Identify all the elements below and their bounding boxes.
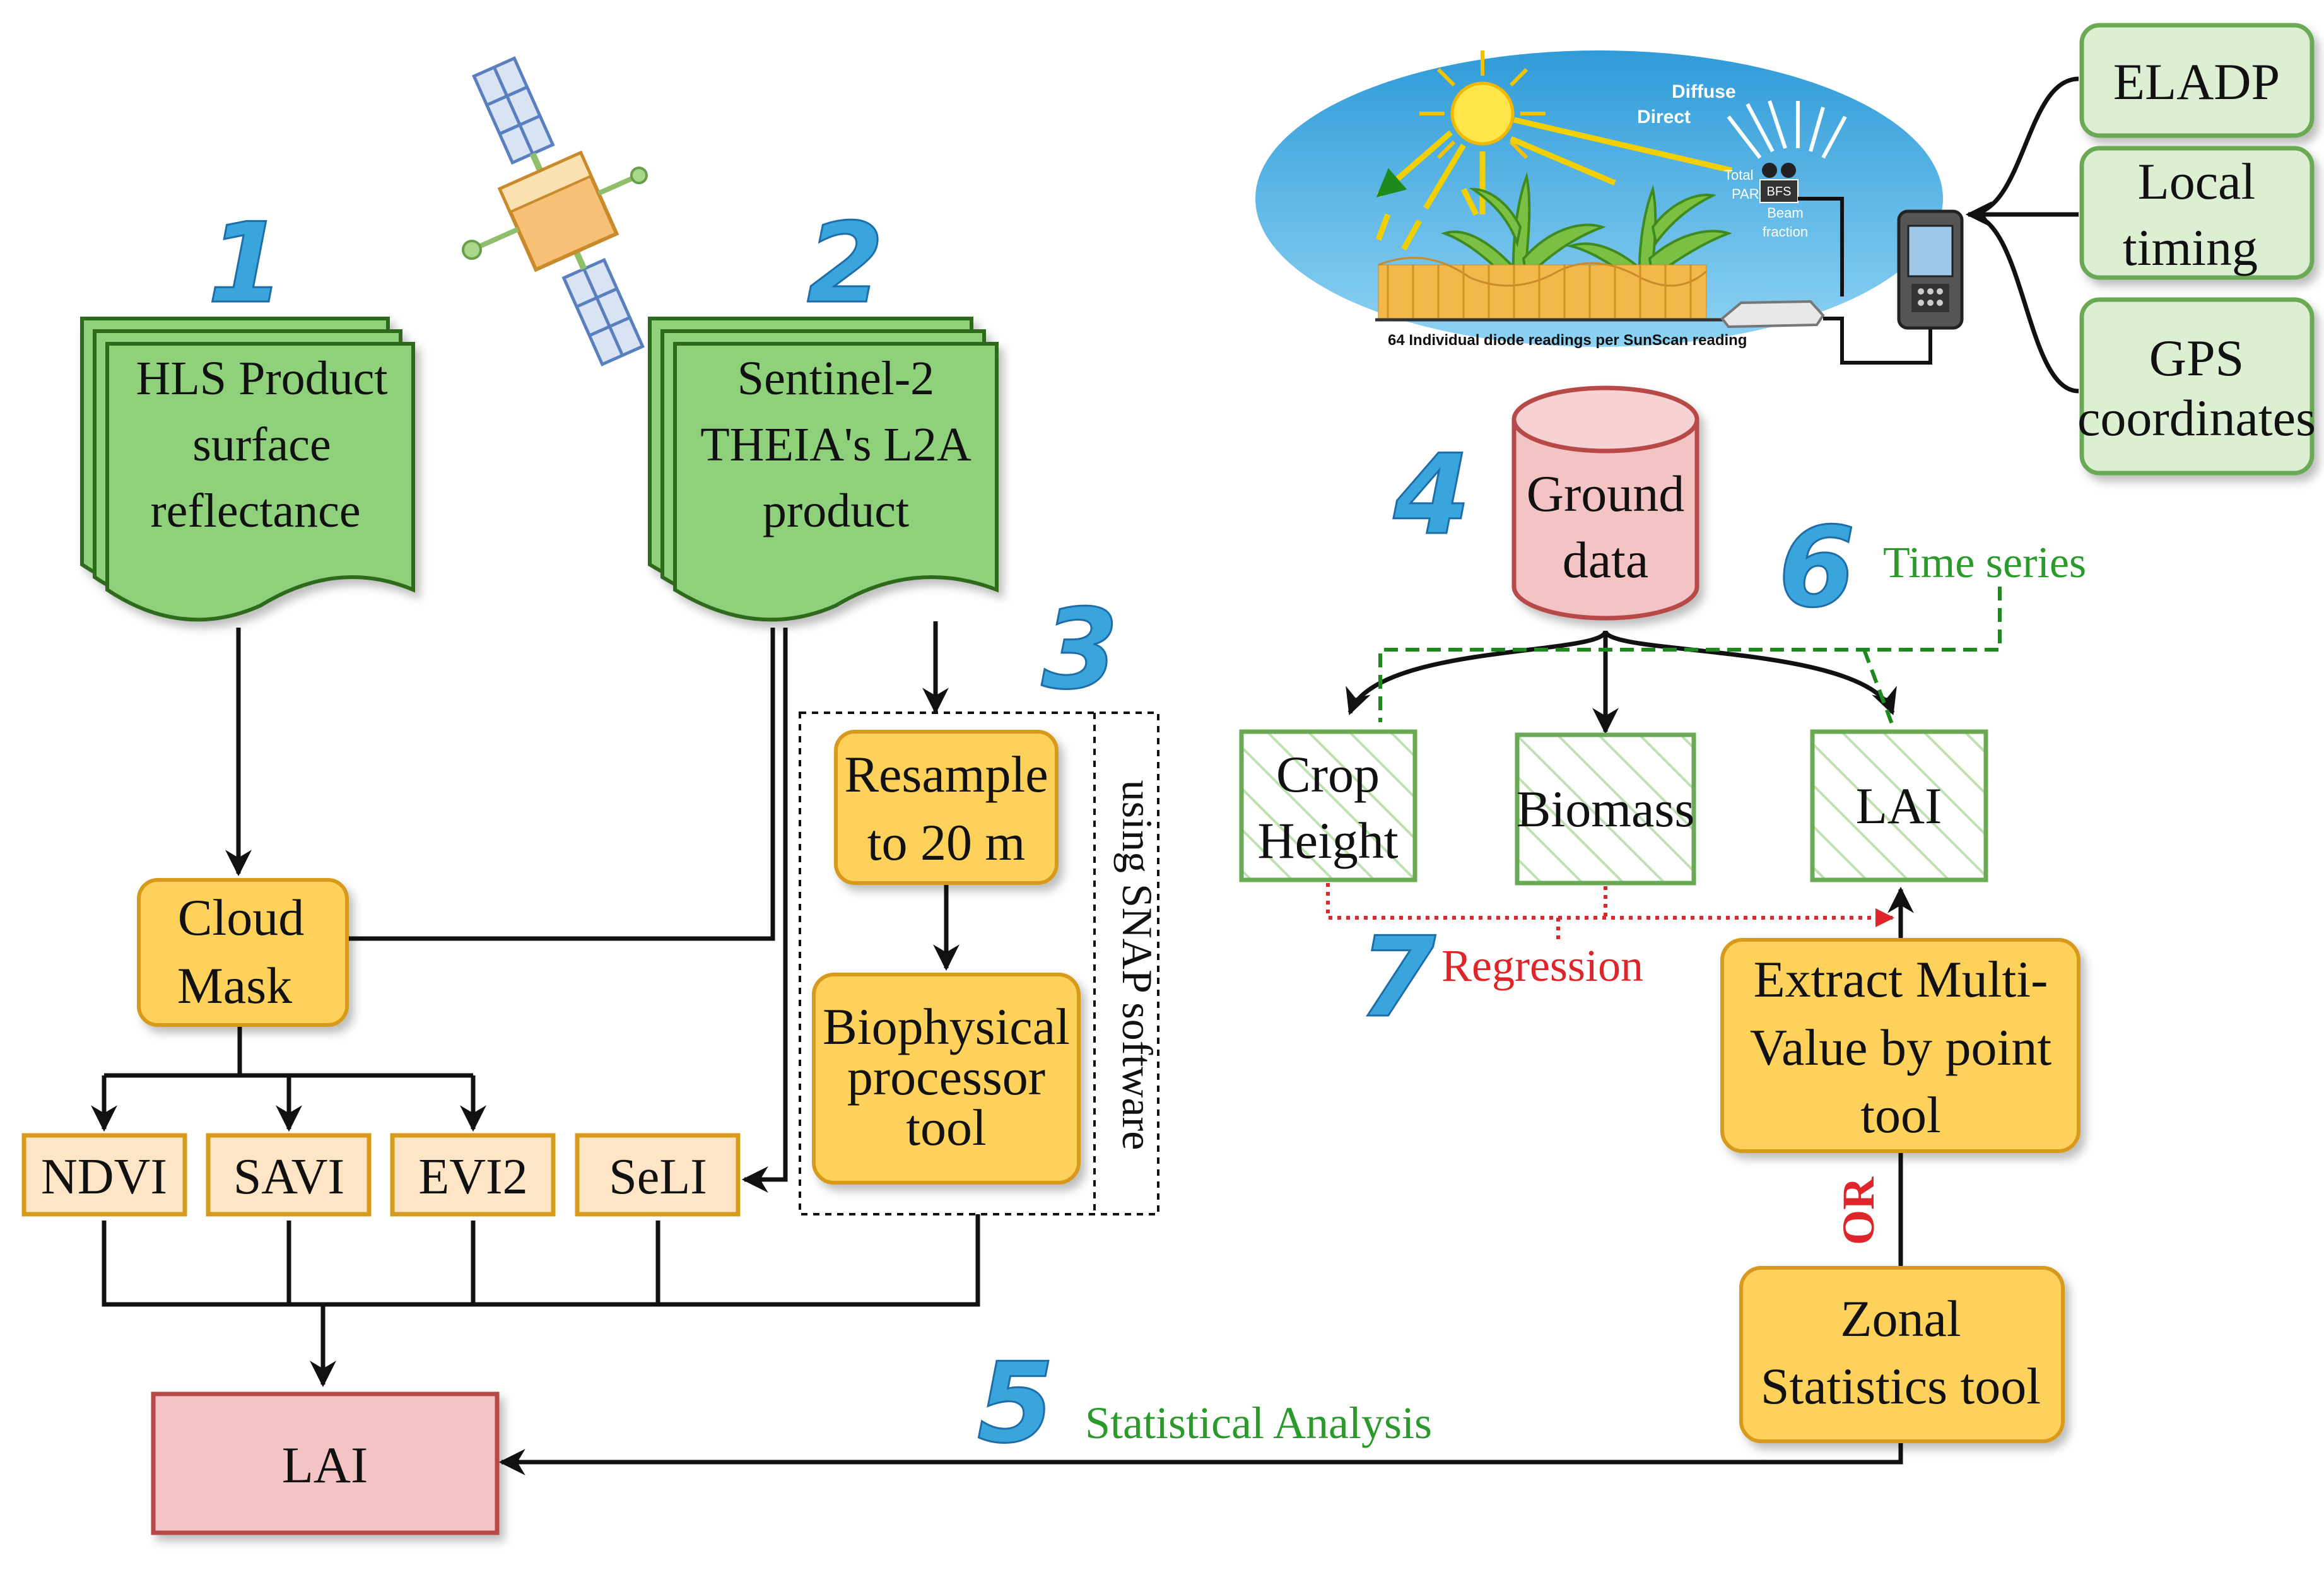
seli-box	[575, 1133, 741, 1217]
biophysical-line-3: tool	[906, 1099, 987, 1156]
ground-data-line-1: Ground	[1527, 465, 1685, 522]
hls-line-1: HLS Product	[136, 352, 388, 405]
gps-line-1: GPS	[2149, 329, 2244, 387]
step-number-6: 6	[1778, 504, 1855, 632]
statistical-analysis-label: Statistical Analysis	[1085, 1398, 1432, 1448]
biophysical-line-2: processor	[847, 1048, 1045, 1106]
crop-height-box	[1239, 729, 1417, 882]
ground-data-database	[1511, 385, 1699, 621]
beam-fraction-line-2: fraction	[1763, 224, 1808, 240]
sunscan-illustration: Direct Diffuse Total PAR BFS Beam fracti…	[1255, 50, 1964, 365]
sun-icon	[1450, 81, 1515, 146]
lai-result-box	[151, 1391, 500, 1535]
biomass-box	[1515, 732, 1696, 886]
total-par-line-2: PAR	[1732, 186, 1759, 202]
step-number-5: 5	[977, 1340, 1054, 1468]
extract-line-2: Value by point	[1750, 1019, 2051, 1076]
sentinel-line-2: THEIA's L2A	[700, 418, 971, 471]
sentinel-line-1: Sentinel-2	[737, 352, 934, 405]
zonal-statistics-box	[1739, 1266, 2065, 1443]
cloud-mask-line-2: Mask	[177, 957, 292, 1014]
zonal-line-2: Statistics tool	[1761, 1357, 2041, 1415]
step-number-3: 3	[1042, 586, 1118, 714]
snap-software-label: using SNAP software	[1113, 780, 1161, 1151]
satellite-icon	[461, 56, 648, 366]
step-number-1: 1	[208, 200, 285, 328]
sentinel-line-3: product	[763, 484, 909, 537]
sentinel2-product-document	[648, 317, 999, 622]
regression-connector	[1326, 883, 1886, 943]
evi2-label: EVI2	[418, 1149, 527, 1205]
regression-label: Regression	[1441, 940, 1643, 991]
ground-data-line-2: data	[1563, 531, 1649, 588]
line-sentinel-to-cloudmask	[344, 628, 775, 941]
biomass-label: Biomass	[1517, 780, 1694, 838]
ndvi-label: NDVI	[41, 1149, 167, 1205]
bfs-label: BFS	[1767, 185, 1792, 199]
extract-multivalue-box	[1720, 938, 2080, 1153]
biophysical-processor-box	[812, 973, 1081, 1185]
resample-line-2: to 20 m	[867, 814, 1026, 871]
gps-coordinates-box	[2079, 297, 2315, 476]
diffuse-label: Diffuse	[1672, 81, 1736, 102]
zonal-line-1: Zonal	[1840, 1290, 1961, 1347]
local-timing-box	[2079, 146, 2315, 280]
seli-label: SeLI	[609, 1149, 707, 1205]
or-label: OR	[1833, 1176, 1884, 1245]
eladp-box	[2079, 23, 2315, 138]
hls-line-3: reflectance	[150, 484, 360, 537]
local-timing-line-1: Local	[2138, 153, 2256, 210]
hls-product-document	[80, 317, 415, 622]
local-timing-line-2: timing	[2123, 219, 2258, 276]
savi-box	[206, 1133, 372, 1217]
savi-label: SAVI	[233, 1149, 344, 1205]
extract-line-1: Extract Multi-	[1754, 951, 2048, 1008]
direct-label: Direct	[1637, 107, 1691, 127]
arrow-statistical-analysis	[498, 1438, 1903, 1475]
lai-measure-label: LAI	[1856, 777, 1942, 834]
cloud-mask-line-1: Cloud	[178, 889, 304, 946]
resample-box	[834, 730, 1059, 885]
hls-line-2: surface	[192, 418, 331, 471]
diode-readings-label: 64 Individual diode readings per SunScan…	[1388, 332, 1747, 349]
crop-height-line-1: Crop	[1276, 746, 1380, 803]
step-number-4: 4	[1393, 431, 1470, 559]
step-number-7: 7	[1359, 914, 1436, 1042]
eladp-label: ELADP	[2113, 53, 2280, 110]
lai-result-label: LAI	[282, 1436, 368, 1494]
lai-measure-box	[1810, 729, 1988, 882]
step-number-2: 2	[807, 200, 884, 328]
extract-line-3: tool	[1860, 1086, 1941, 1144]
cloud-mask-box	[137, 878, 349, 1027]
biophysical-line-1: Biophysical	[823, 998, 1070, 1055]
total-par-line-1: Total	[1724, 167, 1753, 183]
ndvi-box	[21, 1133, 187, 1217]
evi2-box	[390, 1133, 556, 1217]
resample-line-1: Resample	[844, 746, 1048, 803]
handheld-logger-icon	[1897, 209, 1964, 330]
gps-line-2: coordinates	[2077, 389, 2316, 447]
time-series-label: Time series	[1883, 539, 2086, 587]
crop-height-line-2: Height	[1257, 812, 1398, 869]
beam-fraction-line-1: Beam	[1767, 205, 1803, 221]
time-series-connector	[1378, 587, 2002, 727]
arrow-sentinel-to-seli	[741, 628, 788, 1193]
